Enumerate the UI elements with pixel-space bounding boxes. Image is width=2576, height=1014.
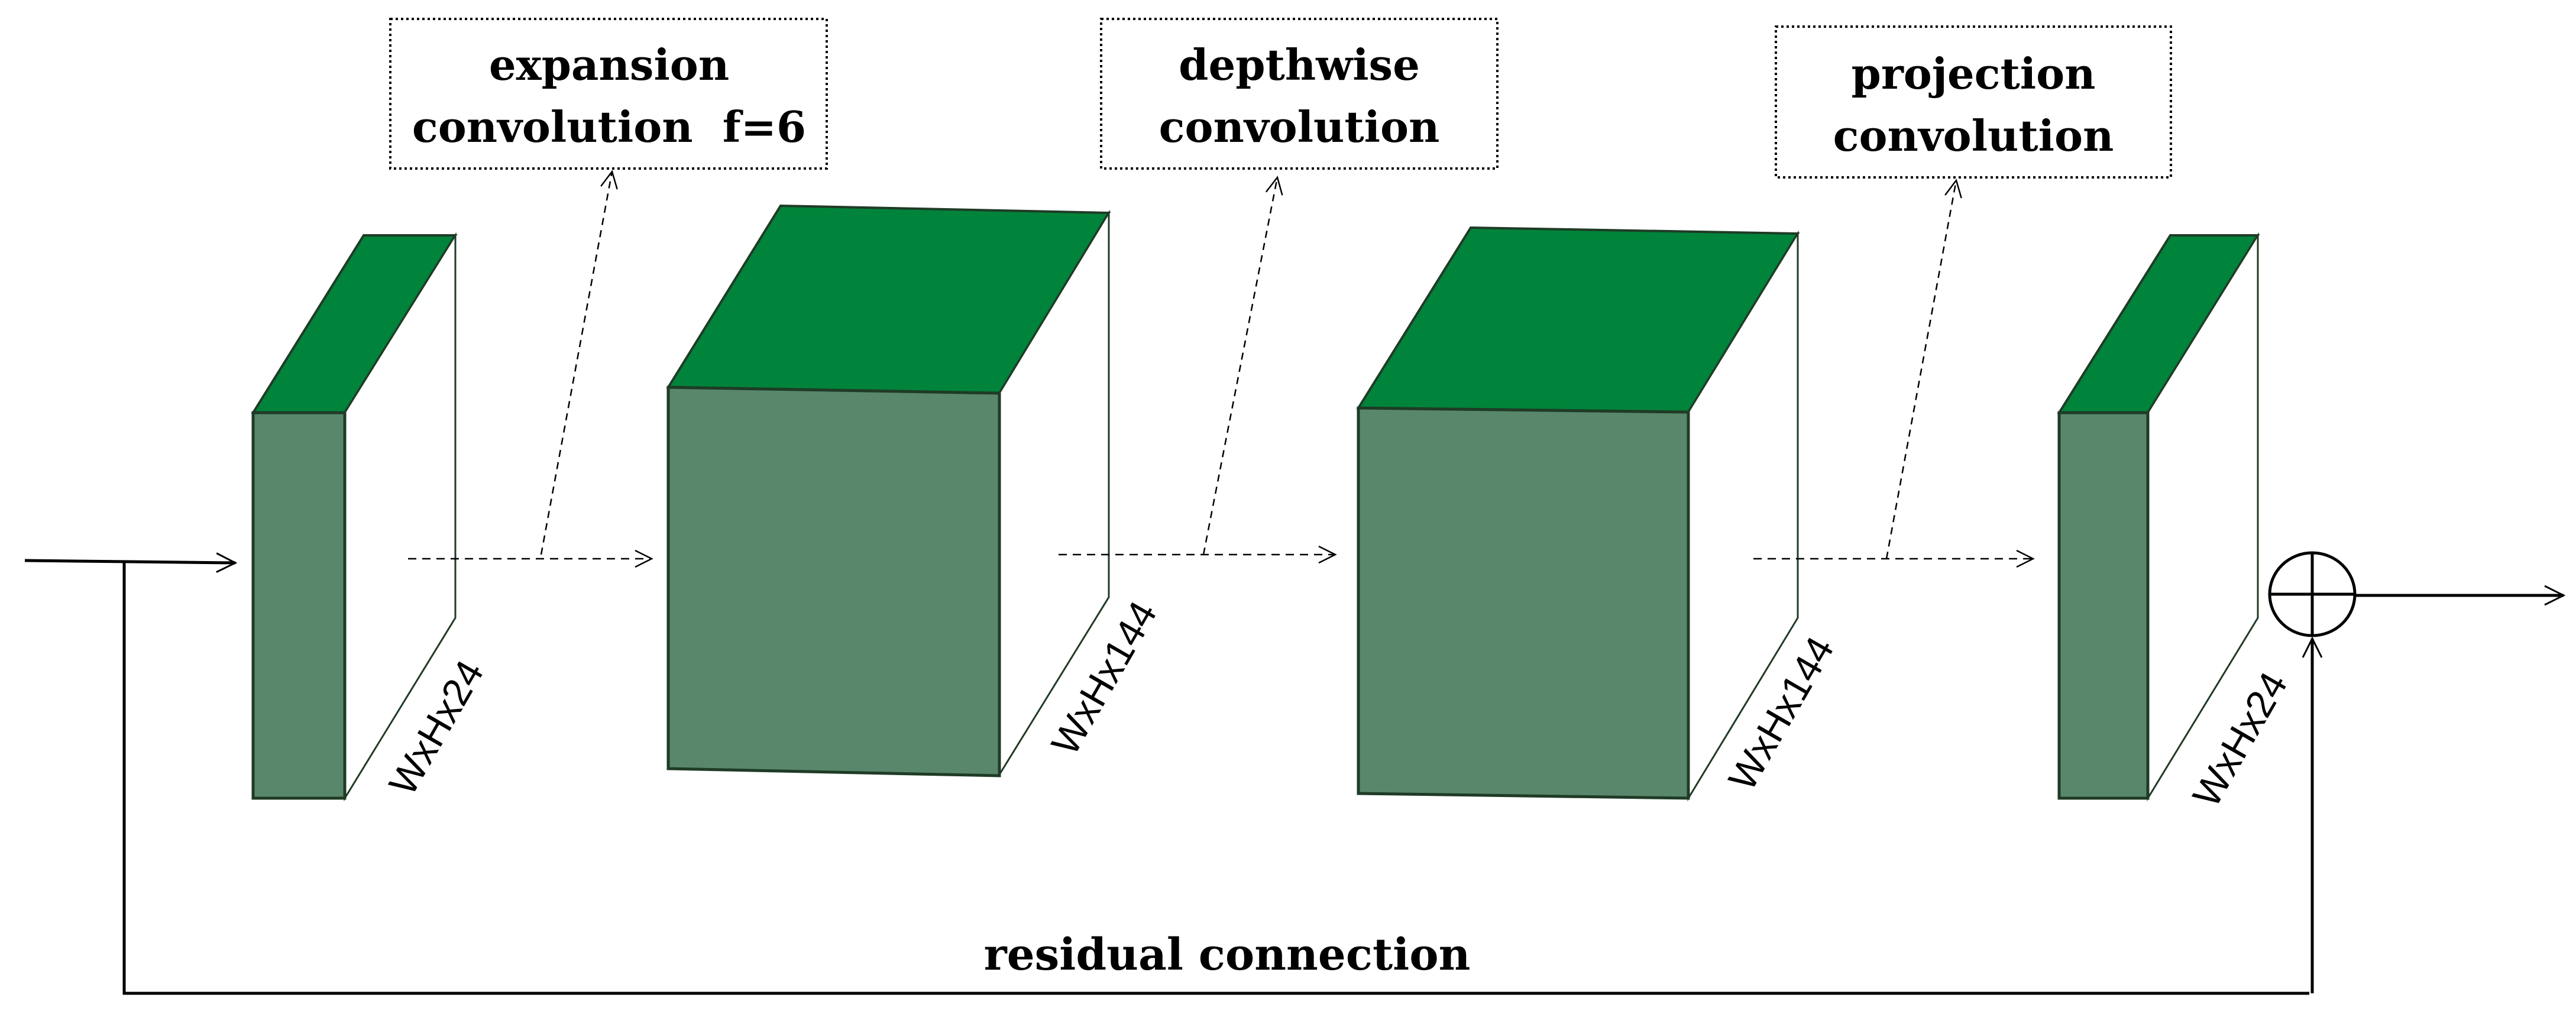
circle-plus-icon: [2268, 551, 2357, 637]
projection-label-line1: projection: [1852, 48, 2096, 99]
input-arrow: [24, 552, 238, 573]
tensor-depthwise: [1356, 226, 1800, 802]
pointer-projection: [1885, 179, 1962, 559]
pointer-depthwise: [1202, 176, 1283, 555]
expansion-label-line2: convolution f=6: [412, 102, 806, 152]
residual-path: [122, 561, 2309, 995]
depthwise-label-box: depthwise convolution: [1100, 18, 1499, 170]
tensor-input: [251, 232, 458, 802]
expansion-label-line1: expansion: [489, 40, 729, 90]
pointer-expansion: [540, 170, 618, 555]
tensor-output: [2057, 232, 2260, 802]
depthwise-label-line2: convolution: [1159, 102, 1440, 152]
tensor-expanded: [666, 204, 1111, 778]
projection-label-box: projection convolution: [1775, 25, 2172, 179]
depthwise-label-line1: depthwise: [1179, 40, 1420, 90]
projection-label-line2: convolution: [1833, 111, 2114, 161]
residual-connection-label: residual connection: [984, 929, 1471, 980]
expansion-label-box: expansion convolution f=6: [389, 18, 828, 170]
